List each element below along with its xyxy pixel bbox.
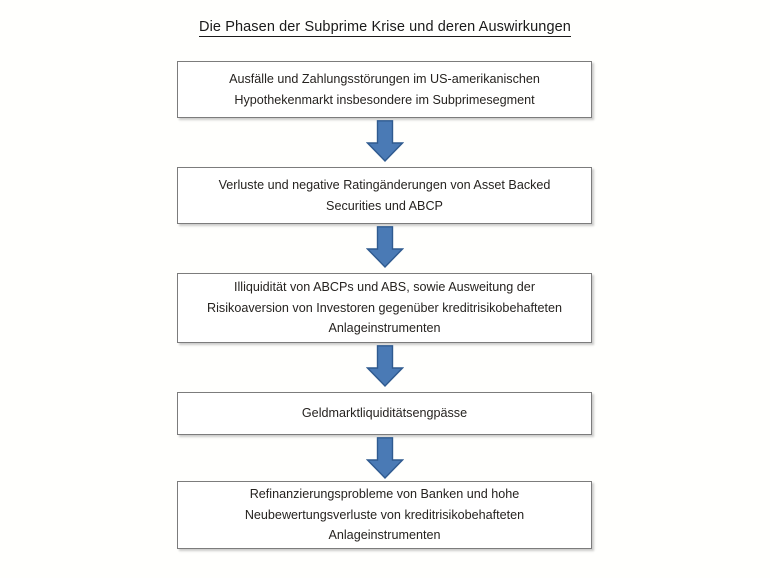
flow-box-step-2: Verluste und negative Ratingänderungen v… — [177, 167, 592, 224]
flow-box-step-3: Illiquidität von ABCPs und ABS, sowie Au… — [177, 273, 592, 343]
arrow-down-icon — [366, 437, 404, 479]
flow-box-label: Ausfälle und Zahlungsstörungen im US-ame… — [229, 72, 540, 107]
flow-box-label: Geldmarktliquiditätsengpässe — [301, 406, 468, 421]
flow-box-step-5: Refinanzierungsprobleme von Banken und h… — [177, 481, 592, 549]
flow-box-label: Refinanzierungsprobleme von Banken und h… — [244, 487, 525, 543]
flow-box-label: Verluste und negative Ratingänderungen v… — [218, 178, 551, 213]
arrow-down-icon — [366, 120, 404, 162]
page-title: Die Phasen der Subprime Krise und deren … — [0, 19, 770, 37]
arrow-down-icon — [366, 226, 404, 268]
arrow-down-icon — [366, 345, 404, 387]
flow-box-label: Illiquidität von ABCPs und ABS, sowie Au… — [207, 280, 562, 336]
flow-box-step-4: Geldmarktliquiditätsengpässe — [177, 392, 592, 435]
page-title-text: Die Phasen der Subprime Krise und deren … — [199, 19, 571, 37]
flow-box-step-1: Ausfälle und Zahlungsstörungen im US-ame… — [177, 61, 592, 118]
